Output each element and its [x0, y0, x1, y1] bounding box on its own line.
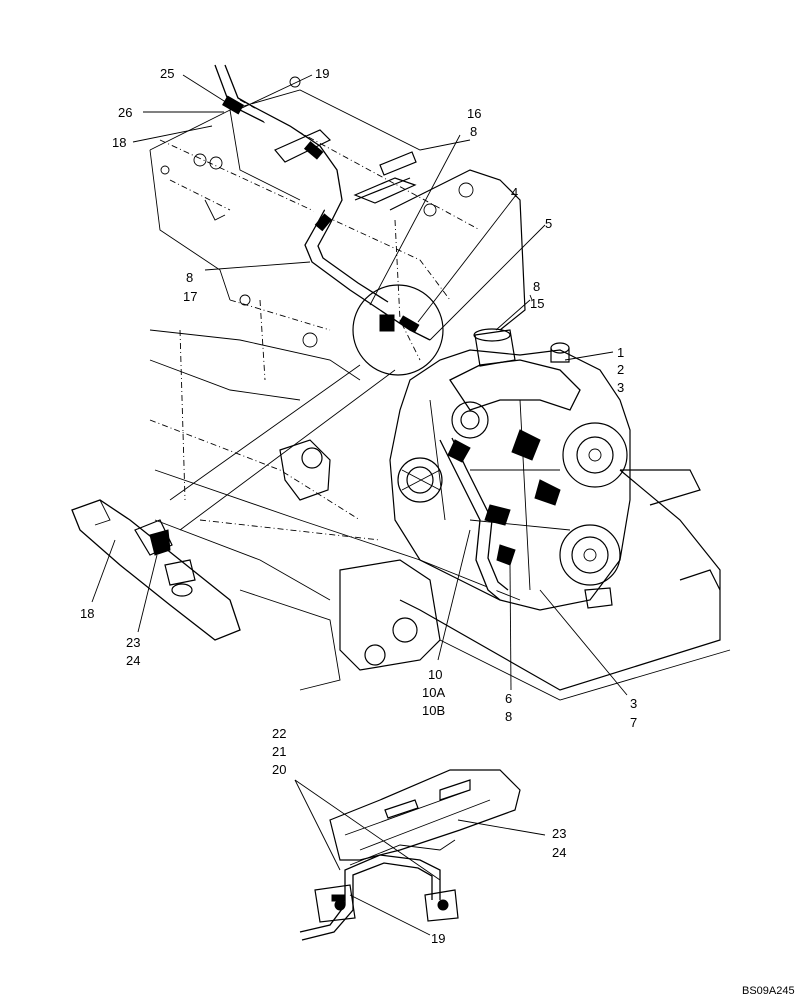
callout-23-b: 23: [552, 826, 566, 841]
chassis-frame: [149, 76, 731, 701]
callout-10: 10: [428, 667, 442, 682]
callout-labels: 25 19 26 18 16 8 4 5 8 15 1 2 3 8 17 18 …: [80, 66, 795, 997]
callout-4: 4: [511, 185, 518, 200]
callout-23: 23: [126, 635, 140, 650]
callout-17: 17: [183, 289, 197, 304]
callout-24-b: 24: [552, 845, 566, 860]
callout-22: 22: [272, 726, 286, 741]
callout-2: 2: [617, 362, 624, 377]
detail-circle: [352, 284, 444, 376]
hose-clamp-coupler: [398, 315, 420, 333]
callout-8: 8: [470, 124, 477, 139]
callout-8-b: 8: [533, 279, 540, 294]
hose-clamp-top: [222, 95, 244, 115]
callout-21: 21: [272, 744, 286, 759]
callout-3: 3: [617, 380, 624, 395]
callout-5: 5: [545, 216, 552, 231]
hose-clamp-detail: [71, 499, 241, 641]
inset-tube-bracket: [299, 769, 521, 941]
hose-clamp-mid: [314, 213, 333, 232]
callout-19-b: 19: [431, 931, 445, 946]
leader-lines: [91, 74, 628, 936]
callout-8-c: 8: [186, 270, 193, 285]
callout-19: 19: [315, 66, 329, 81]
callout-15: 15: [530, 296, 544, 311]
hose-routing: [214, 64, 509, 601]
callout-10A: 10A: [422, 685, 445, 700]
hose-clamp-lower: [379, 314, 395, 332]
engine-assembly: [389, 328, 631, 611]
callout-18: 18: [112, 135, 126, 150]
ac-compressor: [559, 524, 621, 586]
callout-18-b: 18: [80, 606, 94, 621]
callout-24: 24: [126, 653, 140, 668]
reference-code: BS09A245: [742, 985, 795, 997]
callout-7: 7: [630, 715, 637, 730]
callout-20: 20: [272, 762, 286, 777]
callout-10B: 10B: [422, 703, 445, 718]
callout-26: 26: [118, 105, 132, 120]
callout-8-d: 8: [505, 709, 512, 724]
callout-1: 1: [617, 345, 624, 360]
crank-pulley: [562, 422, 628, 488]
callout-3-b: 3: [630, 696, 637, 711]
callout-6: 6: [505, 691, 512, 706]
callout-16: 16: [467, 106, 481, 121]
callout-25: 25: [160, 66, 174, 81]
